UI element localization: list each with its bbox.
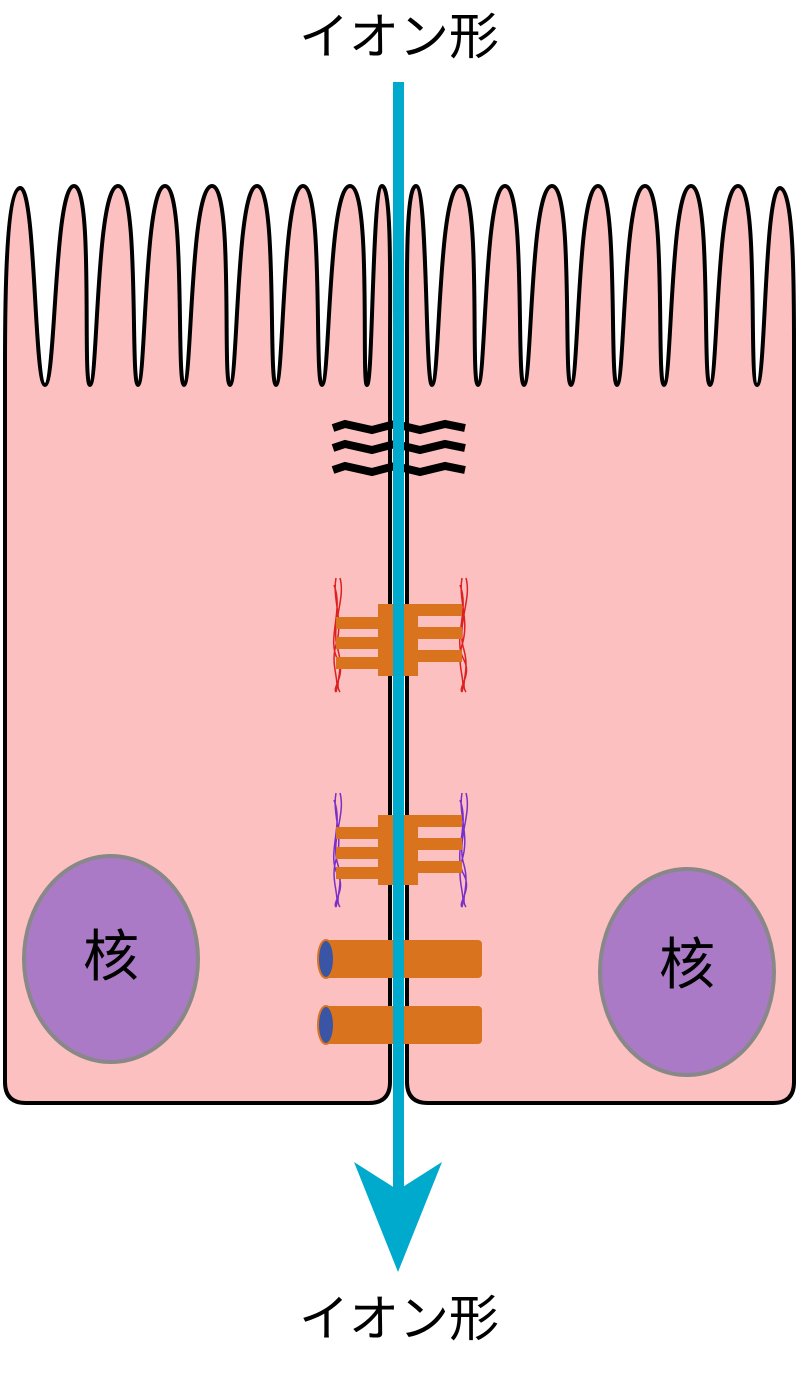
nucleus-right-label: 核 [659, 933, 715, 998]
ion-label-top: イオン形 [299, 8, 499, 66]
desmosome-bar [336, 637, 378, 649]
desmosome-bar [336, 657, 378, 669]
desmosome [332, 577, 468, 693]
desmosome-bar [336, 617, 378, 629]
gap-junction-channel-end [317, 939, 335, 979]
desmosome-bar [418, 604, 462, 616]
purple-junction-bar [418, 815, 462, 827]
desmosome-bar [418, 627, 462, 639]
purple-junction-bar [418, 838, 462, 850]
ion-label-bottom: イオン形 [299, 1290, 499, 1348]
ion-flow-arrow [354, 82, 442, 1272]
desmosome-bar [418, 650, 462, 662]
ion-flow-arrow-shaft [393, 82, 404, 1192]
purple-junction-bar [336, 827, 378, 839]
purple-junction-bar [336, 847, 378, 859]
nucleus-right [598, 867, 776, 1077]
ion-flow-arrowhead [354, 1162, 442, 1272]
gap-junction-channel-end [317, 1005, 335, 1045]
purple-filament-right [458, 792, 468, 908]
purple-junction-bar [336, 867, 378, 879]
nucleus-left [22, 854, 200, 1064]
desmosome-filament-right [458, 577, 468, 693]
nucleus-left-label: 核 [83, 925, 139, 990]
purple-junction-bar [418, 861, 462, 873]
